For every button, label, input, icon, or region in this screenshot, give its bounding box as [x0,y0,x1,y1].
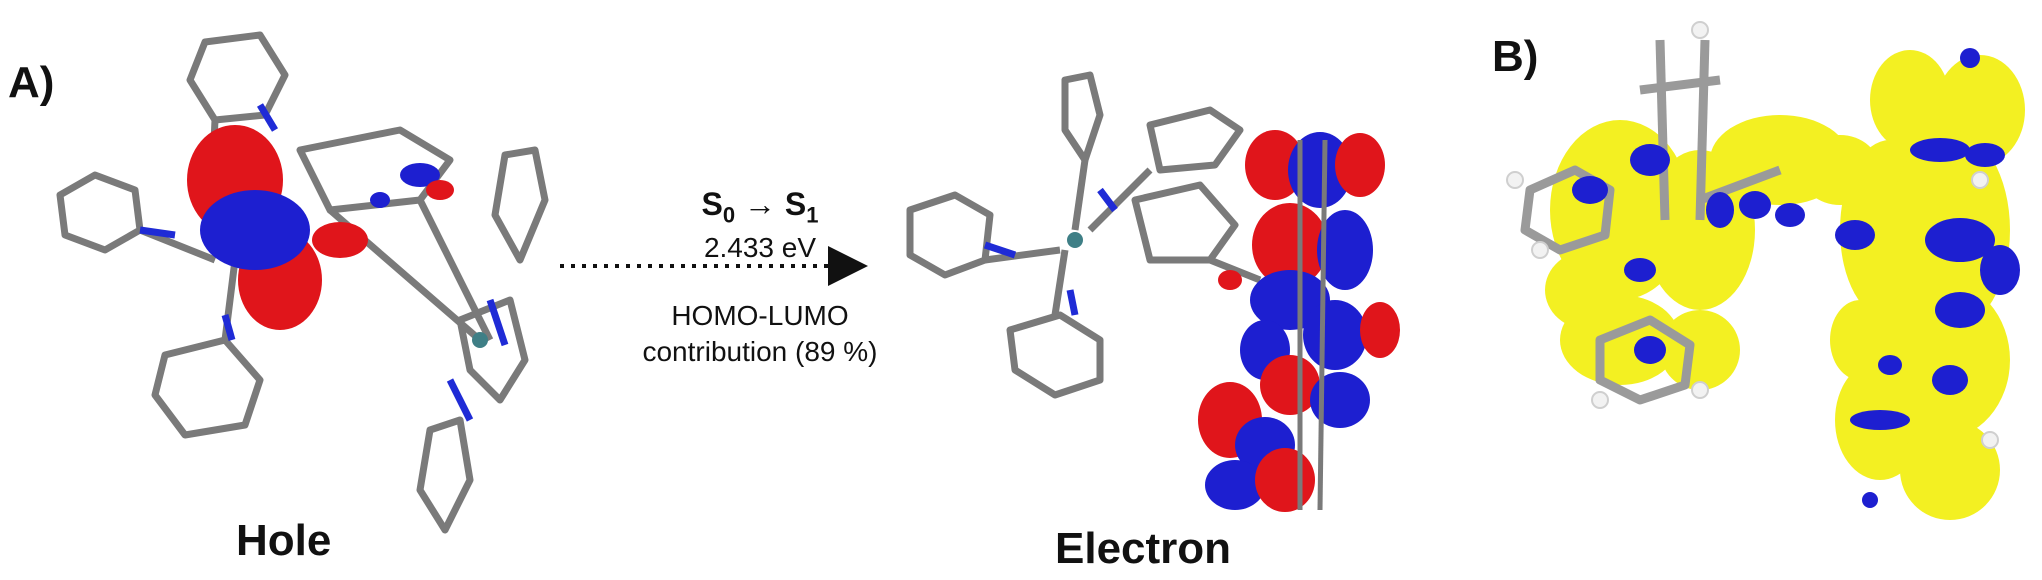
hole-metal-atom [472,332,488,348]
transition-energy: 2.433 eV [703,232,817,263]
transition-label: S0 → S1 [610,186,910,228]
panel-b-molecule [1506,21,2025,520]
electron-ring-right [1131,181,1239,264]
contribution-line-1: HOMO-LUMO [671,300,849,331]
electron-orbital-lobes [1198,130,1400,512]
electron-ring-upper-right [1146,106,1244,174]
panel-b-label: B) [1492,32,1539,81]
electron-framework-over [1297,139,1328,511]
electron-ring-lower [1006,311,1104,399]
electron-metal-atom [1067,232,1083,248]
hole-ring-left [56,171,144,254]
hole-ring-lower [151,336,264,439]
hole-nitrogen-bonds [139,103,509,422]
electron-molecule [906,71,1262,399]
transition-to: S [784,186,807,222]
electron-ring-top [1061,71,1104,164]
hole-caption: Hole [236,516,332,565]
transition-from-sub: 0 [722,202,736,228]
hole-ring-right-2 [456,296,529,404]
transition-arrow-glyph: → [744,186,776,222]
hole-orbital-lobes [187,125,454,330]
panel-a-label: A) [8,58,55,107]
hole-ring-right-3 [416,416,474,534]
electron-nitrogen-bonds [983,187,1118,316]
transition-to-sub: 1 [806,202,819,228]
hole-ring-right-1 [491,146,549,264]
hole-molecule [56,31,549,534]
electron-caption: Electron [1055,524,1232,573]
hole-ring-top [186,31,289,124]
contribution-line-2: contribution (89 %) [642,336,878,367]
transition-from: S [701,186,723,222]
electron-ring-left [906,191,994,279]
